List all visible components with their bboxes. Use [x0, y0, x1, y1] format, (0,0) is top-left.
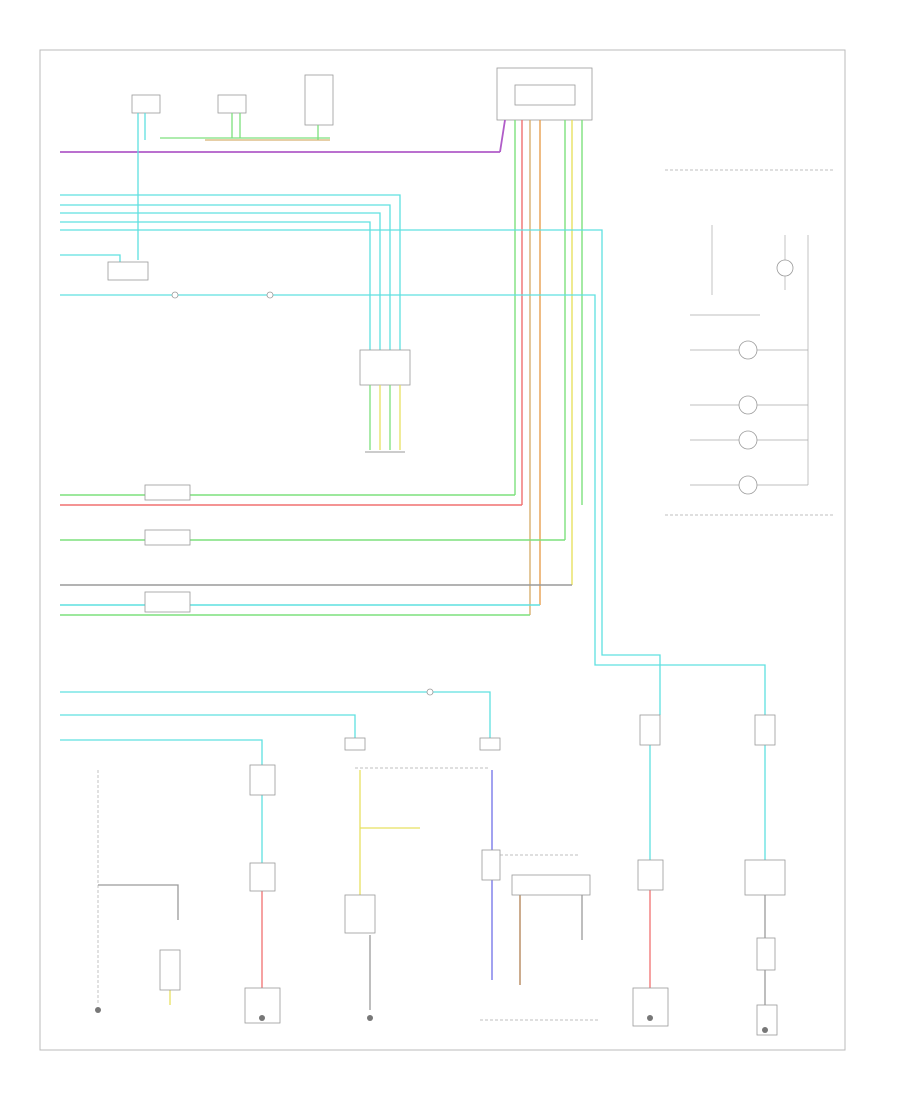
relay-purple-stub	[499, 119, 506, 153]
mid-switch-1	[144, 484, 191, 501]
fuse-right-2	[754, 714, 776, 746]
bottom-inline-connector	[426, 688, 434, 696]
indicator-lamp-top	[776, 259, 794, 277]
connector-right-1	[637, 859, 664, 891]
cyan-bus	[60, 194, 766, 715]
cyan-bus-3	[60, 212, 381, 360]
indicator-lamp-3	[738, 430, 758, 450]
top-components	[131, 67, 593, 126]
connector-left-mid	[249, 862, 276, 892]
indicator-lamp-1	[738, 340, 758, 360]
middle-junction-connector	[359, 349, 411, 386]
fuse-right-1	[639, 714, 661, 746]
bus-connector-2	[266, 291, 274, 299]
indicator-lamp-4	[738, 475, 758, 495]
mid-switch-3	[144, 591, 191, 613]
connector-right-top	[479, 737, 501, 751]
top-center-switch	[217, 94, 247, 114]
cyan-bus-7	[60, 294, 766, 715]
far-left-loop	[98, 884, 179, 920]
ground-far-left	[95, 1007, 101, 1013]
connector-right-2	[744, 859, 786, 896]
left-sensor-block	[107, 261, 149, 281]
switch-far-left	[159, 949, 181, 991]
cyan-bus-2	[60, 204, 391, 360]
indicator-lamp-2	[738, 395, 758, 415]
cyan-bus-5	[60, 229, 661, 715]
ground-right-lower	[647, 1015, 653, 1021]
bottom-components	[95, 688, 786, 1036]
ground-center-lower	[367, 1015, 373, 1021]
top-fuse-box	[304, 74, 334, 126]
cyan-bus-1	[60, 194, 401, 360]
mid-switch-2	[144, 529, 191, 546]
bus-connector-1	[171, 291, 179, 299]
lamp-right-lower	[756, 1004, 778, 1036]
connector-blue-mid	[481, 849, 501, 881]
wires-top	[60, 113, 583, 615]
relay-bottom-middle	[511, 874, 591, 896]
top-left-switch	[131, 94, 161, 114]
connector-center-top	[344, 737, 366, 751]
cyan-bus-4	[60, 221, 371, 360]
bottom-cyan-3	[60, 739, 263, 765]
bottom-wires	[60, 691, 766, 1010]
switch-left-upper	[249, 764, 276, 796]
bottom-cyan-1	[60, 691, 491, 740]
switch-center-lower	[344, 894, 376, 934]
indicator-panel	[665, 169, 835, 516]
mid-wires	[60, 494, 572, 616]
middle-junction-wires	[365, 385, 405, 453]
ground-right-lamp	[762, 1027, 768, 1033]
diagram-border	[39, 49, 846, 1051]
relay-contact-area	[514, 84, 576, 106]
lamp-right-fuse	[756, 937, 776, 971]
bottom-cyan-2	[60, 714, 356, 740]
ground-left-lower	[259, 1015, 265, 1021]
